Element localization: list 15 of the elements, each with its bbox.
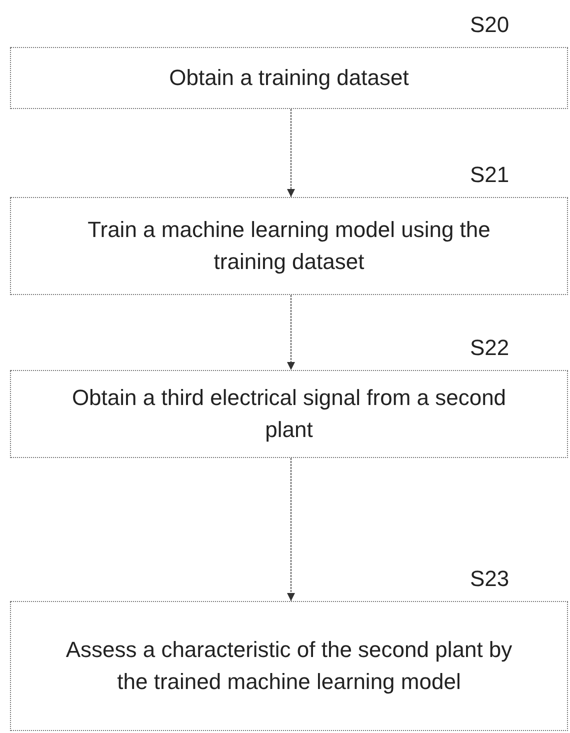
process-box [10,370,568,458]
step-text: Obtain a training dataset [169,64,409,92]
arrow [287,294,295,370]
step-label: S21 [470,164,510,186]
step-label: S23 [470,568,510,590]
step-text: Train a machine learning model using the training dataset [86,216,492,276]
step-text: Obtain a third electrical signal from a second plant [70,384,508,444]
process-box [10,47,568,109]
arrow [287,108,295,198]
step-label: S20 [470,14,510,36]
step-label: S22 [470,337,510,359]
arrow [287,458,295,602]
process-box [10,601,568,731]
process-box [10,197,568,295]
step-text: Assess a characteristic of the second plant by the trained machine learning model [64,636,514,696]
